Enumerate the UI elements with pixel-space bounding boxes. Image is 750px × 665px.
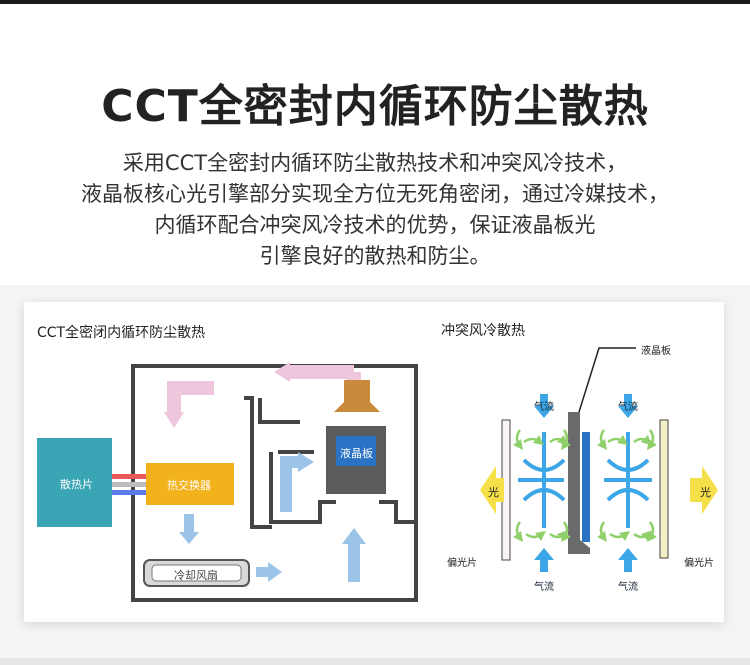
description-line: 采用CCT全密封内循环防尘散热技术和冲突风冷技术， — [122, 151, 628, 175]
page-title: CCT全密封内循环防尘散热 — [101, 81, 649, 132]
lcd-panel-label: 液晶板 — [340, 447, 373, 460]
diagram-svg — [37, 347, 718, 602]
light-arrow-left — [480, 466, 504, 514]
description: 采用CCT全密封内循环防尘散热技术和冲突风冷技术， 液晶板核心光引擎部分实现全方… — [40, 148, 710, 272]
description-line: 内循环配合冲突风冷技术的优势，保证液晶板光 — [154, 213, 596, 237]
duct-wall — [269, 452, 336, 524]
airflow-cross-right — [604, 432, 652, 528]
lcd-panel — [336, 436, 376, 466]
airflow-arrow — [618, 406, 638, 418]
airflow-label: 气流 — [534, 402, 554, 413]
airflow-label: 气流 — [618, 402, 638, 413]
airflow-arrow — [534, 406, 554, 418]
airflow-arrow — [618, 548, 638, 560]
pipe-blue — [112, 490, 146, 495]
airflow-label: 气流 — [618, 582, 638, 593]
duct-wall — [244, 396, 272, 529]
duct-wall — [258, 398, 300, 424]
polarizer-right — [659, 419, 669, 559]
right-arrow — [268, 562, 282, 582]
heat-exchanger — [146, 463, 234, 505]
down-arrow — [179, 532, 199, 544]
pipe-grey — [112, 482, 146, 487]
leader-line — [578, 347, 636, 413]
green-swirls — [513, 429, 657, 543]
pipe-red — [112, 474, 146, 479]
light-label: 光 — [488, 486, 499, 499]
cooling-fan-label: 冷却风扇 — [174, 569, 218, 582]
left-diagram-title: CCT全密闭内循环防尘散热 — [37, 325, 206, 341]
airflow-cross-left — [518, 432, 566, 528]
heat-exchanger-label: 热交换器 — [167, 479, 211, 492]
right-diagram-title: 冲突风冷散热 — [441, 323, 525, 339]
airflow-label: 气流 — [534, 582, 554, 593]
heatsink-label: 散热片 — [60, 478, 93, 491]
heatsink — [37, 438, 112, 527]
light-arrow-right — [690, 466, 718, 514]
airflow-arrow — [534, 548, 554, 560]
polarizer-label: 偏光片 — [447, 558, 477, 569]
lcd-body — [568, 412, 590, 554]
polarizer-label: 偏光片 — [684, 558, 714, 569]
air-return-arrow — [167, 381, 214, 414]
diagram-card: CCT全密闭内循环防尘散热 冲突风冷散热 散热片 热交换器 液晶板 冷却风扇 液… — [24, 302, 724, 622]
duct-wall — [379, 500, 416, 524]
up-arrow — [342, 528, 366, 544]
lcd-glass — [582, 432, 590, 542]
top-border — [0, 0, 750, 4]
description-line: 液晶板核心光引擎部分实现全方位无死角密闭，通过冷媒技术， — [81, 182, 669, 206]
bottom-divider — [0, 658, 750, 665]
copper-head — [334, 380, 380, 412]
description-line: 引擎良好的散热和防尘。 — [259, 244, 491, 268]
up-right-arrow — [298, 452, 314, 472]
right-lcd-label: 液晶板 — [641, 346, 671, 357]
light-label: 光 — [700, 486, 711, 499]
